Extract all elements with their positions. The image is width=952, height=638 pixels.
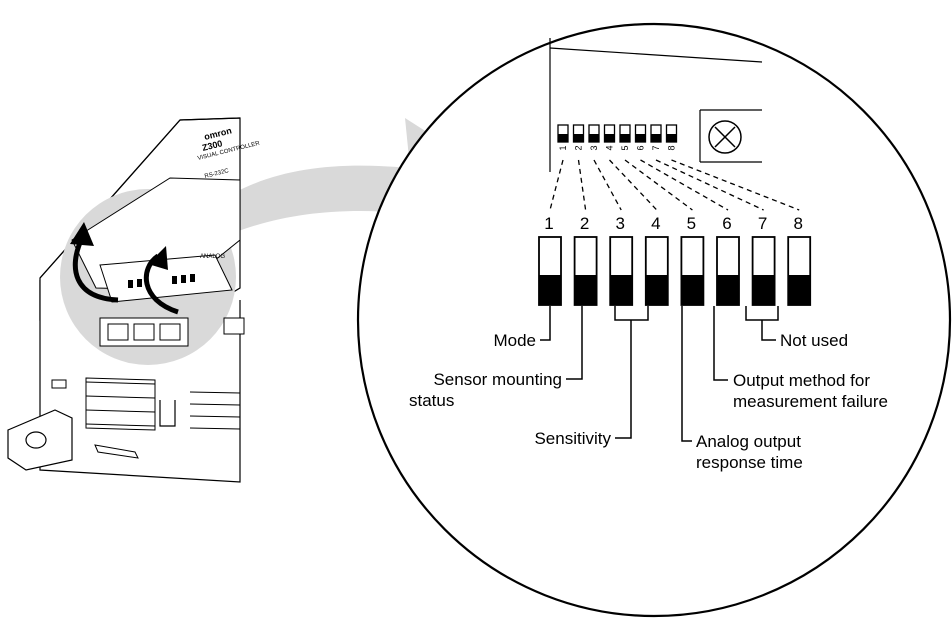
dip-switch-4[interactable] — [644, 236, 669, 306]
switch-number-7: 7 — [758, 214, 767, 233]
big-dip-switch-row: 1 2 3 4 5 6 7 8 — [538, 214, 812, 306]
dip-switch-2[interactable] — [573, 236, 598, 306]
dip-switch-7[interactable] — [751, 236, 776, 306]
port-text: RS-232C — [204, 168, 230, 180]
small-switch-number-4: 4 — [605, 145, 615, 150]
dip-switch-5[interactable] — [680, 236, 705, 306]
label-output-method: Output method for — [733, 371, 870, 390]
dashed-leader-7 — [655, 159, 764, 211]
magnified-device-outline — [549, 38, 763, 172]
adjust-knob[interactable] — [708, 120, 742, 154]
small-switch-number-3: 3 — [589, 145, 599, 150]
small-switch-number-1: 1 — [558, 145, 568, 150]
small-switch-8[interactable] — [665, 124, 678, 143]
label-mode: Mode — [493, 331, 536, 350]
controller-device: omron Z300 VISUAL CONTROLLER RS-232C ANA… — [7, 117, 261, 483]
model-text: Z300 — [201, 138, 223, 153]
small-switch-7[interactable] — [650, 124, 662, 143]
label-sensor-mounting: Sensor mounting — [433, 370, 562, 389]
small-switch-number-8: 8 — [667, 145, 677, 150]
small-switch-number-5: 5 — [620, 145, 630, 150]
function-labels: Mode Sensor mounting status Sensitivity … — [409, 331, 888, 472]
label-not-used: Not used — [780, 331, 848, 350]
dip-switch-8[interactable] — [787, 236, 812, 306]
magnified-view-circle — [356, 22, 952, 618]
dashed-leader-5 — [624, 159, 693, 211]
switch-number-3: 3 — [615, 214, 624, 233]
switch-number-6: 6 — [722, 214, 731, 233]
label-analog-output: Analog output — [696, 432, 801, 451]
switch-number-2: 2 — [580, 214, 589, 233]
small-switch-1[interactable] — [557, 124, 569, 143]
panel-label: ANALOG — [200, 254, 225, 260]
label-sensitivity: Sensitivity — [534, 429, 611, 448]
label-leaders — [540, 306, 779, 442]
open-cover-arrow-left — [72, 236, 119, 303]
small-switch-5[interactable] — [619, 124, 631, 143]
small-switch-6[interactable] — [634, 124, 647, 143]
switch-number-1: 1 — [544, 214, 553, 233]
dashed-leader-4 — [609, 159, 658, 211]
dashed-leader-6 — [640, 159, 729, 211]
switch-number-4: 4 — [651, 214, 660, 233]
dip-switch-1[interactable] — [538, 236, 562, 306]
switch-number-5: 5 — [687, 214, 696, 233]
label-output-method-2: measurement failure — [733, 392, 888, 411]
label-sensor-mounting-2: status — [409, 391, 454, 410]
small-switch-number-7: 7 — [651, 145, 661, 150]
dip-switch-6[interactable] — [716, 236, 740, 306]
small-switch-number-2: 2 — [574, 145, 584, 150]
dip-switch-3[interactable] — [609, 236, 634, 306]
dashed-leader-lines — [549, 159, 800, 211]
small-switch-2[interactable] — [572, 124, 585, 143]
small-switch-4[interactable] — [603, 124, 616, 143]
switch-number-8: 8 — [793, 214, 802, 233]
dashed-leader-8 — [671, 159, 800, 211]
small-switch-3[interactable] — [588, 124, 600, 143]
dashed-leader-3 — [593, 159, 622, 211]
small-switch-number-6: 6 — [636, 145, 646, 150]
label-analog-output-2: response time — [696, 453, 803, 472]
